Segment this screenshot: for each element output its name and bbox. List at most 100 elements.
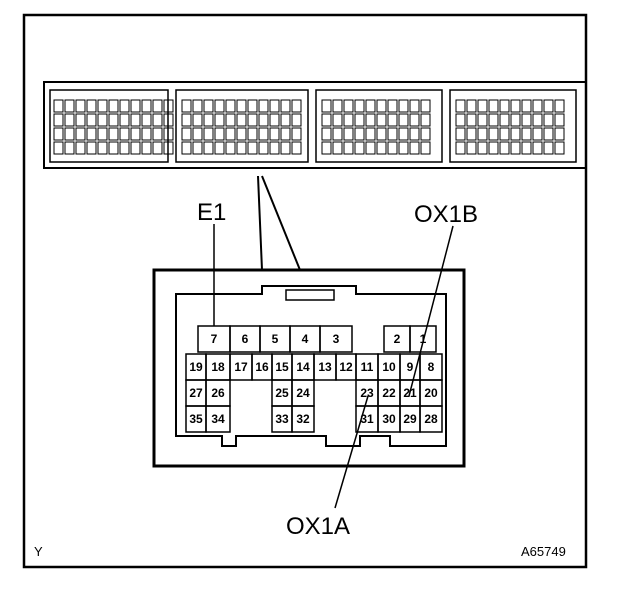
strip-cell [152, 127, 163, 141]
pin-cell-1 [409, 325, 437, 353]
strip-cell [214, 113, 225, 127]
pin-label-28: 28 [424, 412, 438, 426]
connector-block-2 [175, 89, 309, 163]
strip-cell [398, 141, 409, 155]
strip-cell [203, 141, 214, 155]
strip-cell [192, 141, 203, 155]
strip-cell [119, 141, 130, 155]
pin-label-34: 34 [211, 412, 225, 426]
strip-cell [214, 99, 225, 113]
pin-label-32: 32 [296, 412, 310, 426]
strip-cell [510, 99, 521, 113]
pin-label-23: 23 [360, 386, 374, 400]
strip-cell [420, 141, 431, 155]
strip-cell [409, 141, 420, 155]
pin-label-17: 17 [234, 360, 248, 374]
pin-grid: 7654321191817161514131211109827262524232… [185, 325, 443, 433]
strip-cell [247, 113, 258, 127]
strip-cell [258, 127, 269, 141]
pin-label-10: 10 [382, 360, 396, 374]
pin-label-7: 7 [211, 332, 218, 346]
strip-cell [181, 127, 192, 141]
connector-housing [175, 285, 447, 447]
pin-label-16: 16 [255, 360, 269, 374]
strip-cell [420, 113, 431, 127]
strip-cell [269, 99, 280, 113]
strip-cell [477, 127, 488, 141]
strip-cell [420, 127, 431, 141]
figure-frame [22, 13, 588, 569]
strip-cell [291, 99, 302, 113]
strip-cell [141, 113, 152, 127]
strip-cell [321, 99, 332, 113]
ox1b-label: OX1B [414, 201, 478, 228]
strip-cell [280, 127, 291, 141]
strip-cell [499, 127, 510, 141]
strip-cell [466, 99, 477, 113]
strip-cell [130, 127, 141, 141]
strip-cell [75, 99, 86, 113]
strip-cell [466, 113, 477, 127]
strip-cell [86, 113, 97, 127]
pin-label-4: 4 [302, 332, 309, 346]
strip-cell [225, 113, 236, 127]
strip-cell [236, 113, 247, 127]
strip-cell [387, 141, 398, 155]
strip-cell [291, 113, 302, 127]
strip-cell [225, 141, 236, 155]
strip-cell [119, 113, 130, 127]
strip-cell [108, 127, 119, 141]
ox1b-leader [408, 225, 454, 397]
strip-cell [543, 99, 554, 113]
strip-cell [86, 127, 97, 141]
strip-cell [203, 113, 214, 127]
enlarged-connector-frame [152, 268, 466, 468]
strip-cell [64, 113, 75, 127]
pin-label-35: 35 [189, 412, 203, 426]
strip-cell [181, 99, 192, 113]
strip-cell [365, 127, 376, 141]
strip-cell [510, 113, 521, 127]
strip-cell [455, 127, 466, 141]
pin-label-5: 5 [272, 332, 279, 346]
strip-cell [354, 141, 365, 155]
latch [285, 289, 335, 301]
pin-label-29: 29 [403, 412, 417, 426]
pin-cell-32 [291, 405, 315, 433]
strip-cell [119, 99, 130, 113]
strip-cell [365, 99, 376, 113]
strip-cell [119, 127, 130, 141]
strip-cell [280, 113, 291, 127]
strip-cell [97, 127, 108, 141]
strip-cell [488, 141, 499, 155]
strip-cell [269, 113, 280, 127]
strip-cell [163, 127, 174, 141]
strip-cell [225, 127, 236, 141]
strip-cell [343, 99, 354, 113]
strip-cell [53, 127, 64, 141]
strip-cell [53, 141, 64, 155]
strip-cell [354, 99, 365, 113]
pin-label-12: 12 [339, 360, 353, 374]
strip-cell [543, 113, 554, 127]
strip-cell [163, 141, 174, 155]
strip-cell [291, 127, 302, 141]
strip-cell [192, 113, 203, 127]
strip-cell [398, 113, 409, 127]
pin-label-18: 18 [211, 360, 225, 374]
strip-cell [343, 141, 354, 155]
strip-cell [108, 113, 119, 127]
strip-cell [532, 113, 543, 127]
connector-block-3 [315, 89, 443, 163]
strip-cell [343, 113, 354, 127]
strip-cell [203, 127, 214, 141]
strip-cell [521, 99, 532, 113]
strip-cell [321, 113, 332, 127]
strip-cell [258, 113, 269, 127]
strip-cell [192, 127, 203, 141]
pin-label-24: 24 [296, 386, 310, 400]
strip-cell [510, 141, 521, 155]
pin-label-26: 26 [211, 386, 225, 400]
strip-cell [332, 141, 343, 155]
pin-label-14: 14 [296, 360, 310, 374]
